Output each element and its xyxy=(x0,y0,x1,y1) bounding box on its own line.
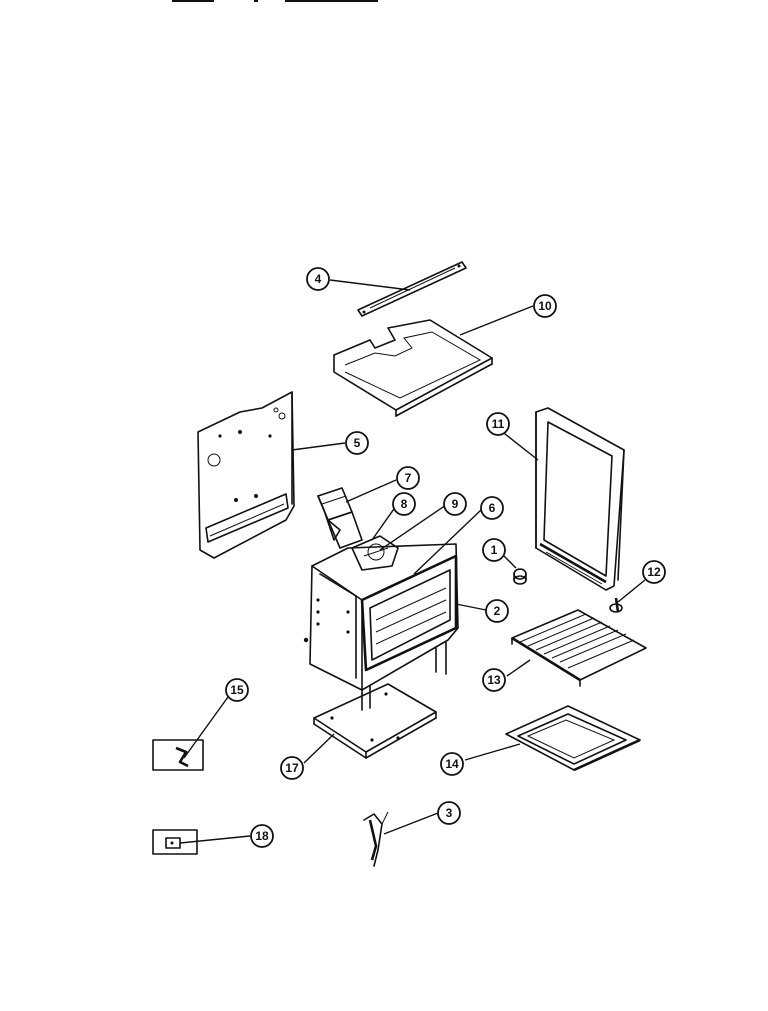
callouts: 1 2 3 4 5 6 7 8 xyxy=(225,267,666,848)
part-bottom-plate xyxy=(313,683,437,759)
callout-label: 8 xyxy=(401,497,408,511)
callout-label: 2 xyxy=(494,604,501,618)
part-oven-body xyxy=(303,543,459,711)
part-oven-rack xyxy=(511,609,647,687)
callout-8: 8 xyxy=(392,492,416,516)
callout-14: 14 xyxy=(440,752,464,776)
callout-17: 17 xyxy=(280,756,304,780)
callout-1: 1 xyxy=(482,538,506,562)
callout-label: 12 xyxy=(647,565,661,579)
part-top-trim-strip xyxy=(357,261,467,317)
callout-12: 12 xyxy=(642,560,666,584)
part-back-panel xyxy=(197,391,295,559)
part-bracket-box xyxy=(152,739,204,771)
callout-label: 18 xyxy=(255,829,269,843)
callout-9: 9 xyxy=(443,492,467,516)
callout-label: 4 xyxy=(315,272,322,286)
callout-18: 18 xyxy=(250,824,274,848)
callout-label: 13 xyxy=(487,673,501,687)
callout-15: 15 xyxy=(225,678,249,702)
callout-5: 5 xyxy=(345,431,369,455)
callout-4: 4 xyxy=(306,267,330,291)
callout-label: 5 xyxy=(354,436,361,450)
callout-2: 2 xyxy=(485,599,509,623)
callout-label: 17 xyxy=(285,761,299,775)
part-rack-clip xyxy=(609,597,623,613)
callout-6: 6 xyxy=(480,496,504,520)
callout-label: 11 xyxy=(492,417,505,431)
callout-10: 10 xyxy=(533,294,557,318)
callout-label: 10 xyxy=(538,299,552,313)
callout-3: 3 xyxy=(437,801,461,825)
callout-label: 6 xyxy=(489,501,496,515)
part-burner-assembly xyxy=(351,535,399,571)
part-leg-bracket xyxy=(363,811,389,867)
callout-11: 11 xyxy=(486,412,510,436)
callout-label: 7 xyxy=(405,471,412,485)
callout-label: 14 xyxy=(445,757,459,771)
callout-label: 15 xyxy=(230,683,244,697)
callout-13: 13 xyxy=(482,668,506,692)
part-broiler-pan xyxy=(505,705,641,772)
callout-label: 9 xyxy=(452,497,459,511)
callout-7: 7 xyxy=(396,466,420,490)
callout-label: 3 xyxy=(446,806,453,820)
callout-label: 1 xyxy=(491,543,498,557)
leader-lines xyxy=(179,279,646,844)
part-knob xyxy=(513,568,527,585)
part-top-panel xyxy=(333,319,493,417)
part-vent-duct xyxy=(317,487,363,549)
part-door-frame xyxy=(535,407,625,591)
